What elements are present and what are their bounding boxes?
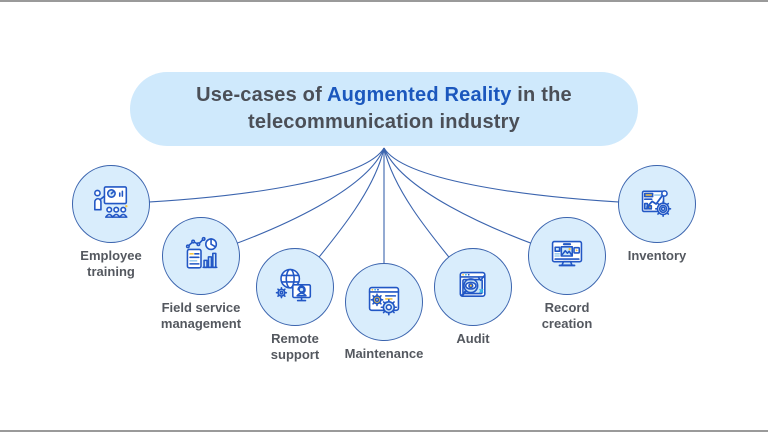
use-case-circle [72,165,150,243]
employee-training-icon [94,186,128,218]
use-case-label: Audit [456,331,490,346]
top-edge-line [0,0,768,2]
title-line2: telecommunication industry [248,111,520,133]
use-case-circle [345,263,423,341]
use-case-label: Inventory [627,248,687,263]
record-creation-icon [551,240,583,267]
use-case-inventory: Inventory [602,165,712,264]
use-case-label: Field service management [160,300,242,331]
title-bubble: Use-cases of Augmented Reality in the tel… [130,72,638,146]
use-case-circle [256,248,334,326]
title-prefix: Use-cases of [196,84,327,106]
use-case-label: Employee training [80,248,142,279]
bottom-edge-line [0,430,768,432]
use-case-record-creation: Record creation [512,217,622,332]
use-case-circle [618,165,696,243]
audit-icon [459,271,486,297]
use-case-label: Remote support [270,331,320,362]
connector-employee-training [110,147,385,205]
title-highlight: Augmented Reality [326,84,512,106]
use-case-label: Maintenance [344,346,424,361]
use-case-field-service-management: Field service management [146,217,256,332]
remote-support-icon [275,268,312,302]
use-case-circle [434,248,512,326]
use-case-maintenance: Maintenance [329,263,439,362]
use-case-circle [162,217,240,295]
maintenance-icon [368,286,400,316]
use-case-label: Record creation [541,300,593,331]
connector-inventory [383,147,658,205]
use-case-employee-training: Employee training [56,165,166,280]
page-title: Use-cases of Augmented Reality in the tel… [196,82,572,136]
title-suffix: in the [511,84,572,106]
use-case-remote-support: Remote support [240,248,350,363]
use-case-audit: Audit [418,248,528,347]
inventory-icon [641,190,672,217]
field-service-management-icon [185,236,218,269]
use-case-circle [528,217,606,295]
